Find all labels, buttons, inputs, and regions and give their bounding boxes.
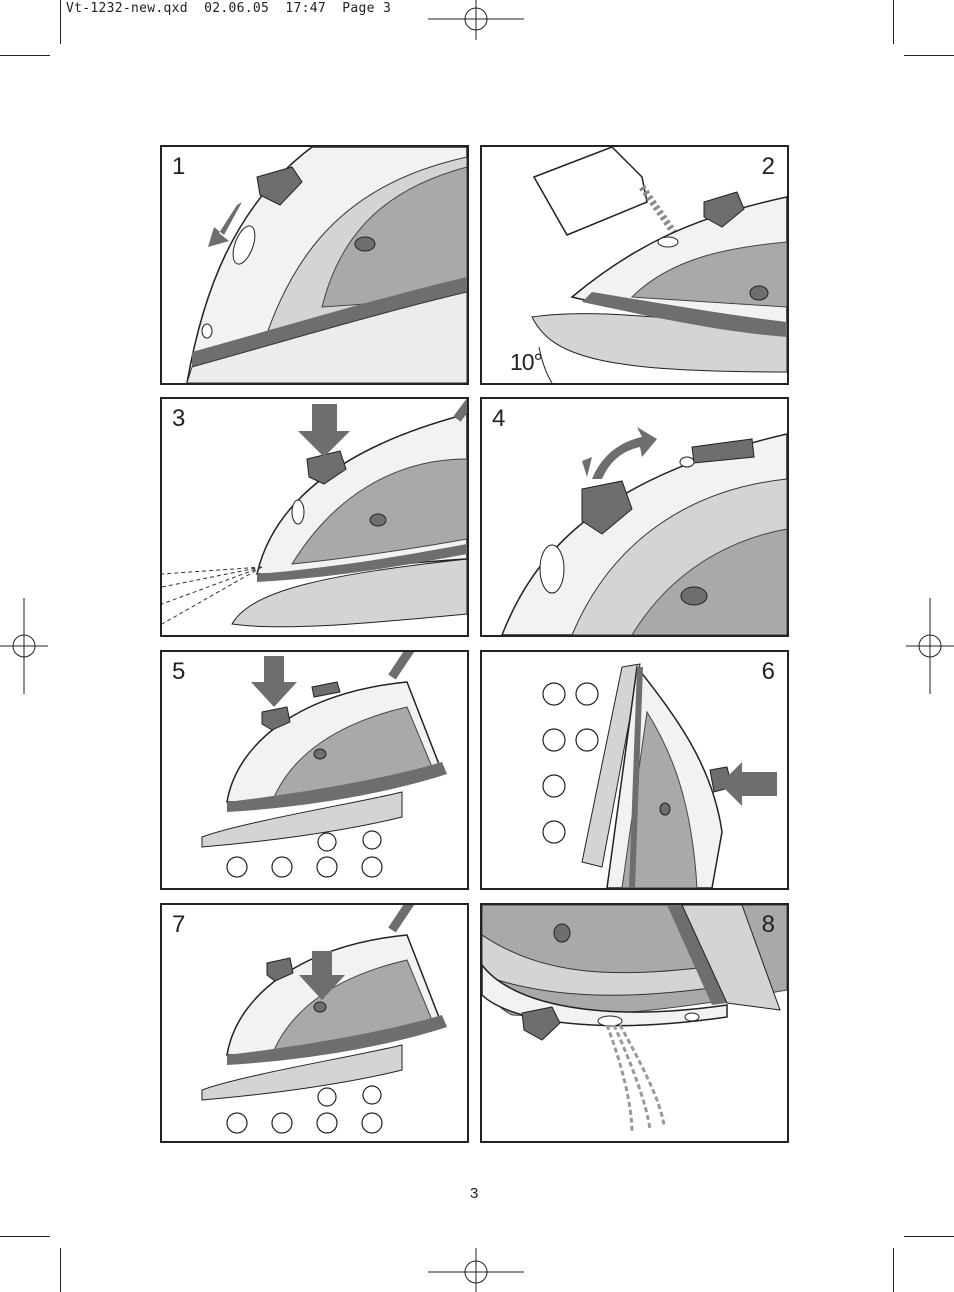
- registration-mark-right-icon: [906, 598, 954, 694]
- page-number: 3: [470, 1185, 479, 1202]
- step-panel-4: 4: [480, 397, 789, 637]
- crop-mark-top-left-v: [60, 0, 61, 44]
- iron-steam-burst-illustration: [201, 652, 447, 878]
- step-panel-7: 7: [160, 903, 469, 1143]
- angle-label: 10°: [510, 349, 543, 375]
- step-number: 3: [172, 405, 186, 432]
- step-number: 5: [172, 658, 186, 685]
- registration-mark-bottom-icon: [428, 1248, 524, 1292]
- step-panel-1: 1: [160, 145, 469, 385]
- crop-mark-top-right-v: [893, 0, 894, 44]
- step-number: 2: [761, 153, 775, 180]
- iron-draining-water-illustration: [482, 905, 787, 1134]
- iron-self-clean-illustration: [201, 905, 447, 1134]
- step-number: 7: [172, 911, 186, 938]
- iron-water-cap-open-illustration: [186, 147, 467, 383]
- step-panel-5: 5: [160, 650, 469, 890]
- registration-mark-left-icon: [0, 598, 48, 694]
- print-slug: Vt-1232-new.qxd 02.06.05 17:47 Page 3: [66, 1, 392, 16]
- crop-mark-top-right-h: [904, 55, 954, 56]
- crop-mark-bottom-right-h: [904, 1236, 954, 1237]
- iron-vertical-steam-illustration: [542, 663, 777, 888]
- crop-mark-bottom-left-v: [60, 1248, 61, 1292]
- crop-mark-bottom-right-v: [893, 1248, 894, 1292]
- iron-spray-button-illustration: [162, 399, 467, 628]
- step-panel-6: 6: [480, 650, 789, 890]
- step-panel-3: 3: [160, 397, 469, 637]
- step-panel-2: 2 10°: [480, 145, 789, 385]
- iron-filling-water-illustration: [531, 147, 787, 383]
- step-number: 4: [492, 405, 506, 432]
- registration-mark-top-icon: [428, 0, 524, 40]
- step-number: 6: [761, 658, 775, 685]
- step-number: 1: [172, 153, 186, 180]
- iron-steam-dial-illustration: [501, 427, 787, 635]
- step-number: 8: [761, 911, 775, 938]
- step-panel-8: 8: [480, 903, 789, 1143]
- crop-mark-bottom-left-h: [0, 1236, 50, 1237]
- crop-mark-top-left-h: [0, 55, 50, 56]
